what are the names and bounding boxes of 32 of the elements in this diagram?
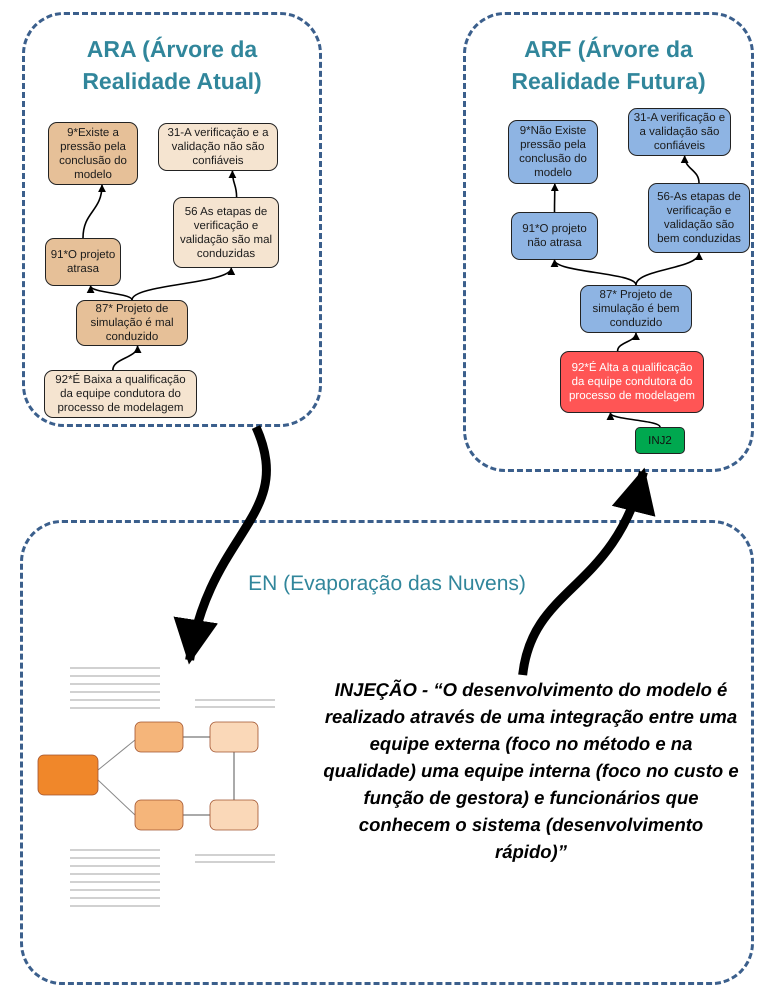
process-box: 56 As etapas de verificação e validação são mal conduzidas — [173, 197, 279, 268]
arrow — [554, 259, 637, 286]
arrow — [112, 345, 140, 370]
injection-text: INJEÇÃO - “O desenvolvimento do modelo é realizado através de uma integração entre uma equipe externa (foco no método e na qualidade) uma equipe interna (foco no custo e função de gestora) e funcionários que conhecem o sistema (desenvolvimento rápido)” — [322, 678, 740, 864]
thick-arrow — [518, 468, 653, 676]
dashed-panel — [20, 520, 754, 985]
process-box: 31-A verificação e a validação não são confiáveis — [158, 123, 278, 171]
dashed-panel — [22, 12, 322, 427]
dashed-panel — [463, 12, 754, 472]
process-box: 87* Projeto de simulação é bem conduzido — [580, 285, 692, 333]
arrow — [635, 252, 700, 286]
injection-box: INJ2 — [635, 427, 685, 454]
arrow — [681, 155, 700, 184]
panel-title: EN (Evaporação das Nuvens) — [247, 571, 527, 597]
arrow — [82, 184, 106, 238]
panel-title: ARA (Árvore da Realidade Atual) — [81, 35, 263, 96]
arrow — [610, 412, 661, 428]
process-box: 9*Não Existe pressão pela conclusão do modelo — [508, 120, 598, 184]
panel-title: ARF (Árvore da Realidade Futura) — [510, 35, 707, 96]
process-box: 31-A verificação e a validação são confiáveis — [628, 108, 731, 156]
arrow — [228, 170, 238, 198]
thick-arrow — [176, 425, 271, 664]
process-box: 92*É Baixa a qualificação da equipe condutora do processo de modelagem — [44, 370, 197, 418]
arrow — [616, 332, 639, 352]
process-box: 9*Existe a pressão pela conclusão do modelo — [48, 122, 138, 185]
process-box: 87* Projeto de simulação é mal conduzido — [76, 300, 188, 346]
process-box: 91*O projeto atrasa — [45, 238, 121, 286]
arrow — [90, 285, 133, 300]
process-box: 91*O projeto não atrasa — [511, 212, 598, 260]
arrow — [550, 183, 559, 212]
process-box: 56-As etapas de verificação e validação são bem conduzidas — [648, 183, 750, 253]
process-box: 92*É Alta a qualificação da equipe condutora do processo de modelagem — [560, 351, 704, 413]
